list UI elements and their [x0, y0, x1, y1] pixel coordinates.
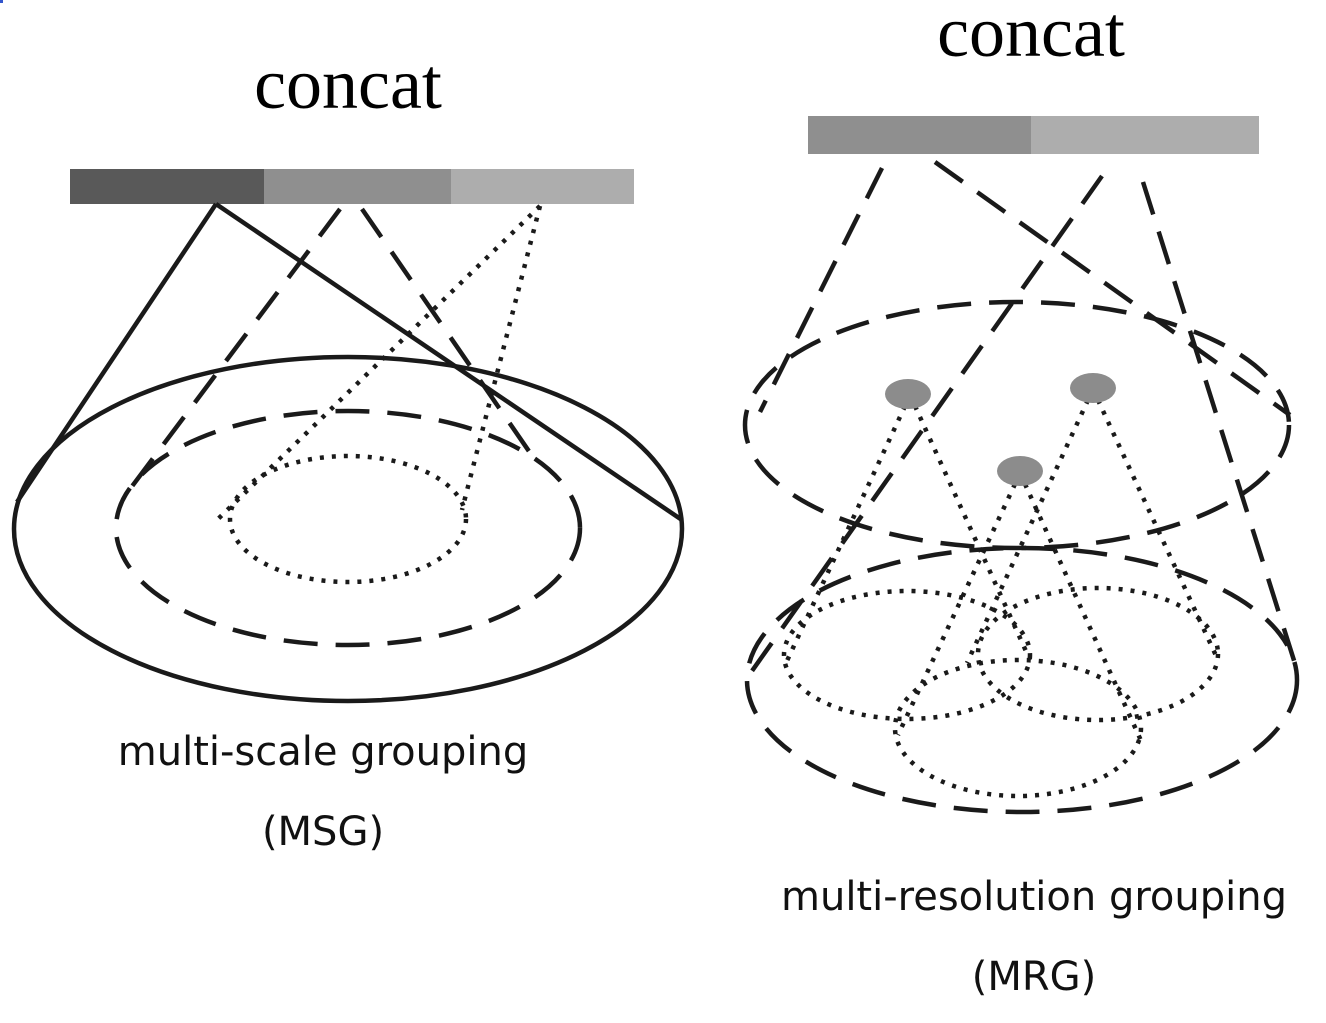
mrg-point-3-cone-right-line — [1022, 483, 1146, 746]
mrg-subregion-ellipse-1 — [781, 588, 1033, 722]
mrg-point-2-cone-left-line — [964, 399, 1091, 664]
msg-middle-region-ellipse — [113, 408, 583, 648]
mrg-subregion-ellipse-3 — [892, 657, 1144, 799]
mrg-right-cone-left-line — [745, 174, 1104, 680]
msg-bar-segment-2 — [264, 169, 451, 204]
mrg-feature-bar — [808, 116, 1259, 154]
msg-outer-cone-left-line — [15, 202, 218, 504]
mrg-concat-label: concat — [937, 0, 1125, 72]
mrg-bar-segment-2 — [1031, 116, 1259, 154]
mrg-point-1-cone-right-line — [912, 405, 1033, 661]
msg-outer-cone-right-line — [214, 202, 684, 522]
msg-feature-bar — [70, 169, 634, 204]
msg-concat-label: concat — [254, 44, 442, 124]
mrg-caption-line1: multi-resolution grouping — [781, 874, 1287, 920]
msg-bar-segment-3 — [451, 169, 634, 204]
mrg-left-cone-right-line — [933, 160, 1292, 417]
corner-marker — [0, 0, 3, 3]
mrg-point-3-cone-left-line — [895, 483, 1018, 736]
msg-middle-cone-left-line — [122, 207, 342, 499]
mrg-point-1 — [885, 379, 931, 409]
mrg-point-1-cone-left-line — [783, 405, 908, 664]
msg-inner-cone-right-line — [459, 205, 543, 511]
mrg-caption-line2: (MRG) — [972, 954, 1097, 1000]
mrg-upper-region-ellipse — [742, 299, 1292, 551]
msg-inner-cone-left-line — [216, 204, 542, 521]
msg-inner-region-ellipse — [227, 453, 469, 585]
mrg-bar-segment-1 — [808, 116, 1031, 154]
msg-bar-segment-1 — [70, 169, 264, 204]
mrg-diagram: concat multi-resolution grouping ( — [742, 0, 1300, 1000]
msg-caption-line2: (MSG) — [262, 809, 384, 855]
mrg-lower-region-ellipse — [744, 545, 1300, 815]
mrg-left-cone-left-line — [757, 166, 885, 414]
mrg-point-3 — [997, 456, 1043, 486]
mrg-point-2 — [1070, 373, 1116, 403]
msg-caption-line1: multi-scale grouping — [118, 729, 528, 775]
mrg-subregion-ellipse-2 — [975, 585, 1221, 723]
mrg-right-cone-right-line — [1140, 181, 1300, 671]
msg-outer-region-ellipse — [11, 354, 685, 704]
msg-diagram: concat multi-scale grouping (MSG) — [11, 44, 685, 855]
